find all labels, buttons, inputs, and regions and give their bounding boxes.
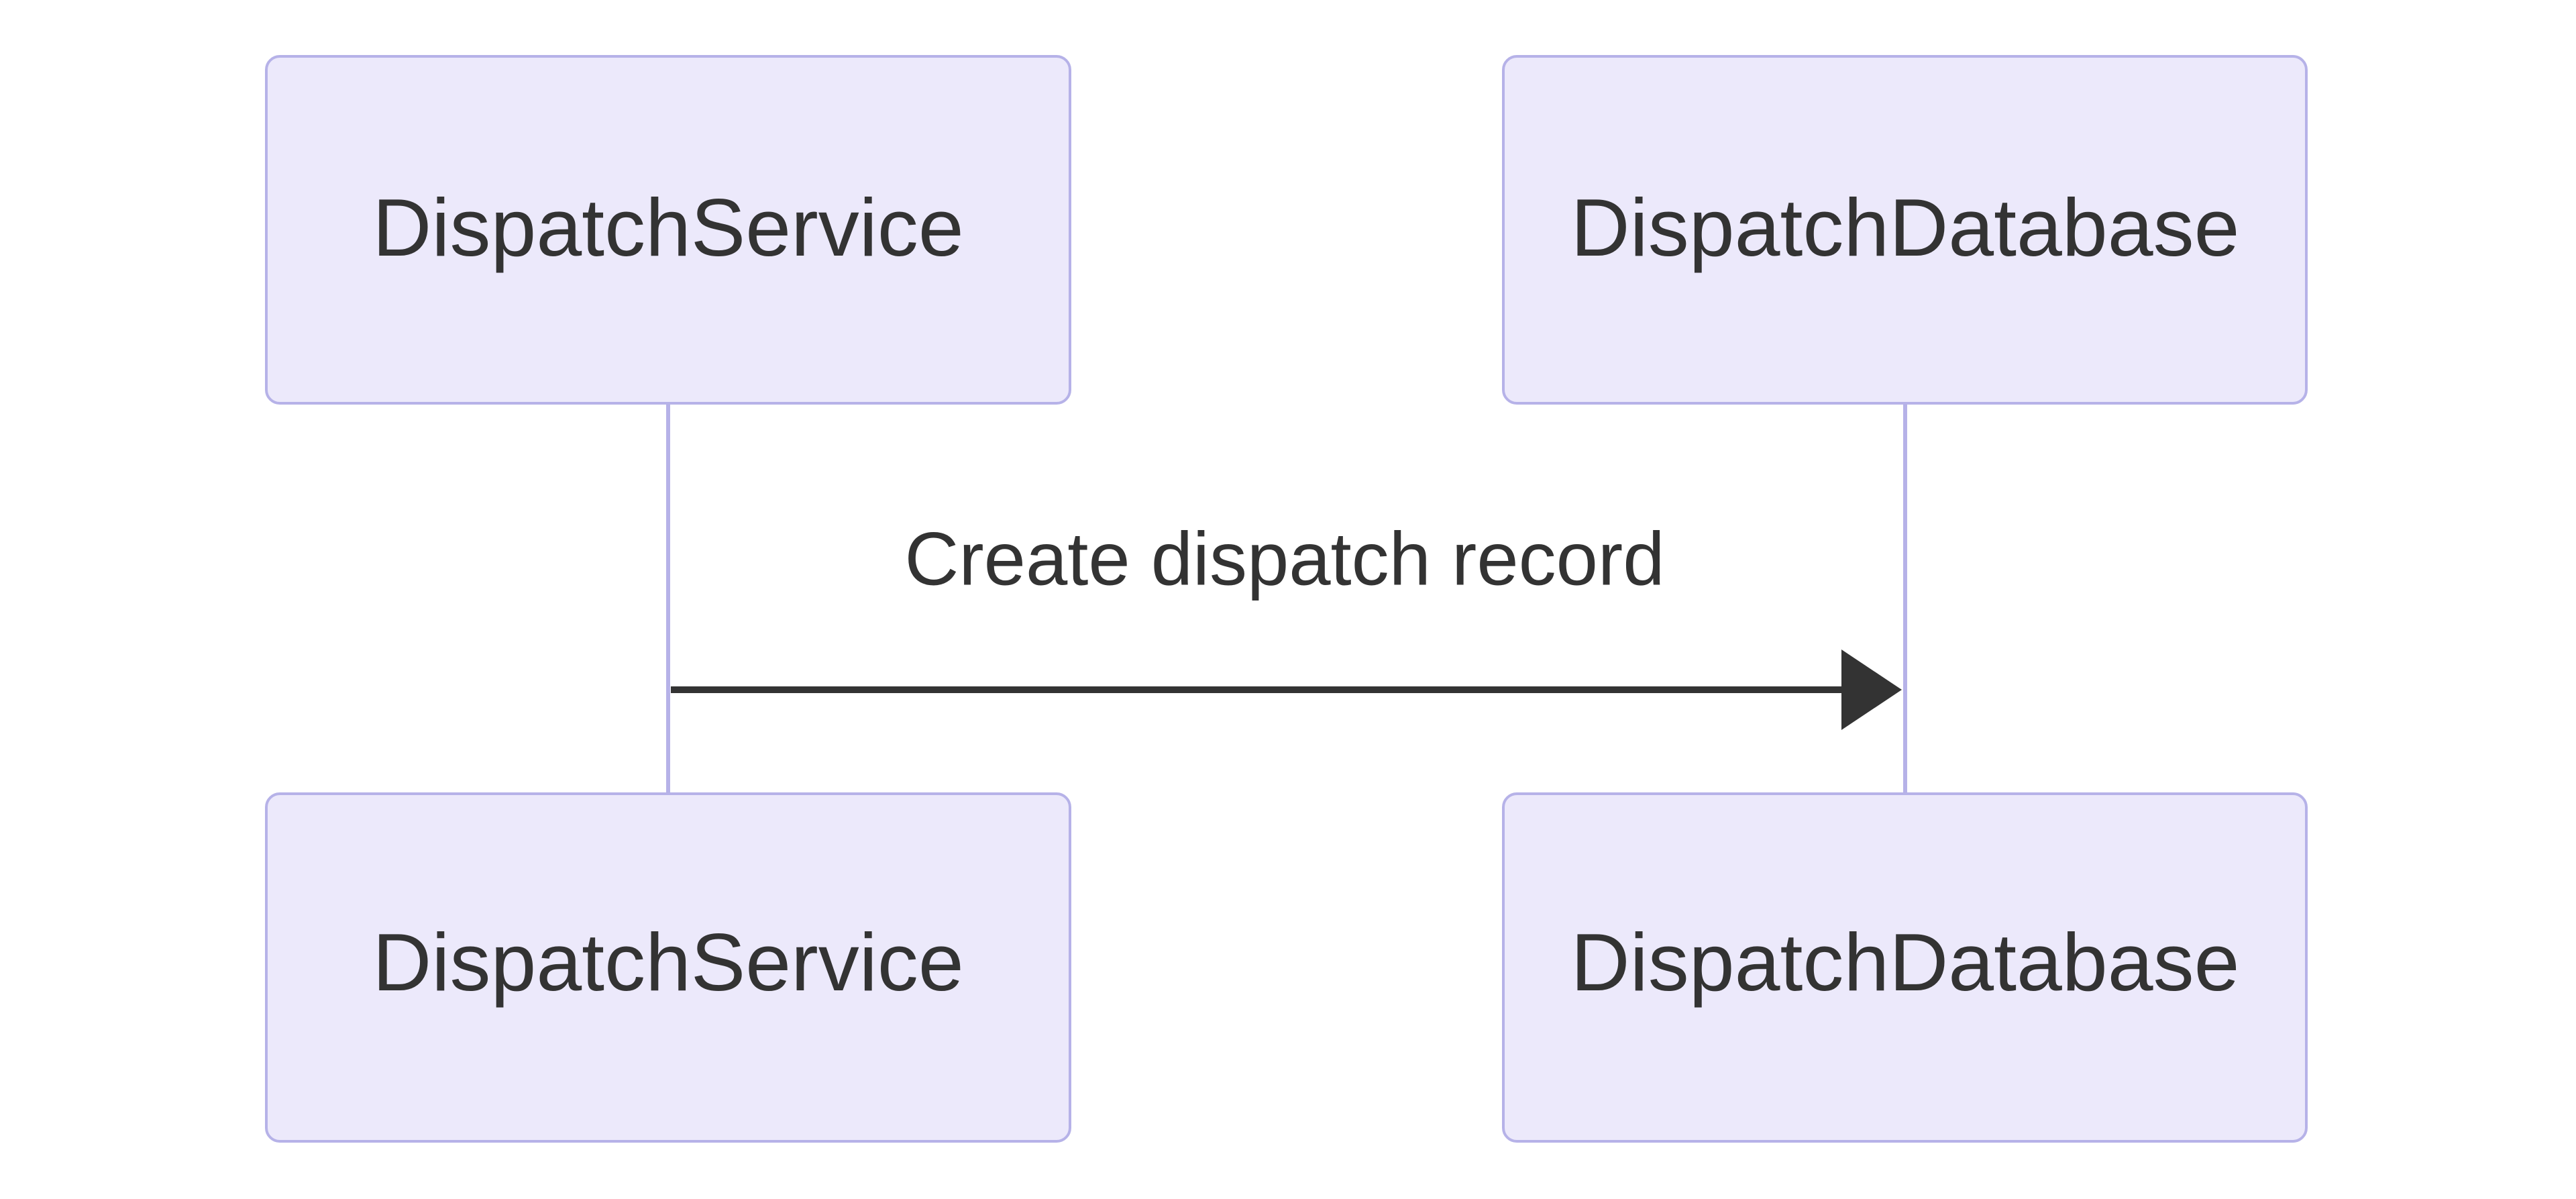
actor-label-dispatch-database: DispatchDatabase	[1571, 917, 2240, 1008]
actor-bottom-group: DispatchService DispatchDatabase	[265, 792, 2308, 1143]
actor-box-rect	[1502, 792, 2308, 1143]
actor-box-rect	[265, 55, 1071, 405]
message-group-create-dispatch-record[interactable]: Create dispatch record	[671, 517, 1902, 730]
actor-top-group: DispatchService DispatchDatabase	[265, 55, 2308, 405]
actor-box-top-dispatch-database[interactable]: DispatchDatabase	[1502, 55, 2308, 405]
actor-box-bottom-dispatch-service[interactable]: DispatchService	[265, 792, 1071, 1143]
actor-box-top-dispatch-service[interactable]: DispatchService	[265, 55, 1071, 405]
message-label-create-dispatch-record: Create dispatch record	[904, 517, 1664, 601]
message-arrowhead-icon	[1841, 649, 1902, 730]
lifeline-group	[666, 403, 1907, 794]
actor-label-dispatch-service: DispatchService	[372, 182, 963, 273]
actor-box-rect	[1502, 55, 2308, 405]
actor-label-dispatch-service: DispatchService	[372, 917, 963, 1008]
actor-label-dispatch-database: DispatchDatabase	[1571, 182, 2240, 273]
actor-box-bottom-dispatch-database[interactable]: DispatchDatabase	[1502, 792, 2308, 1143]
actor-box-rect	[265, 792, 1071, 1143]
